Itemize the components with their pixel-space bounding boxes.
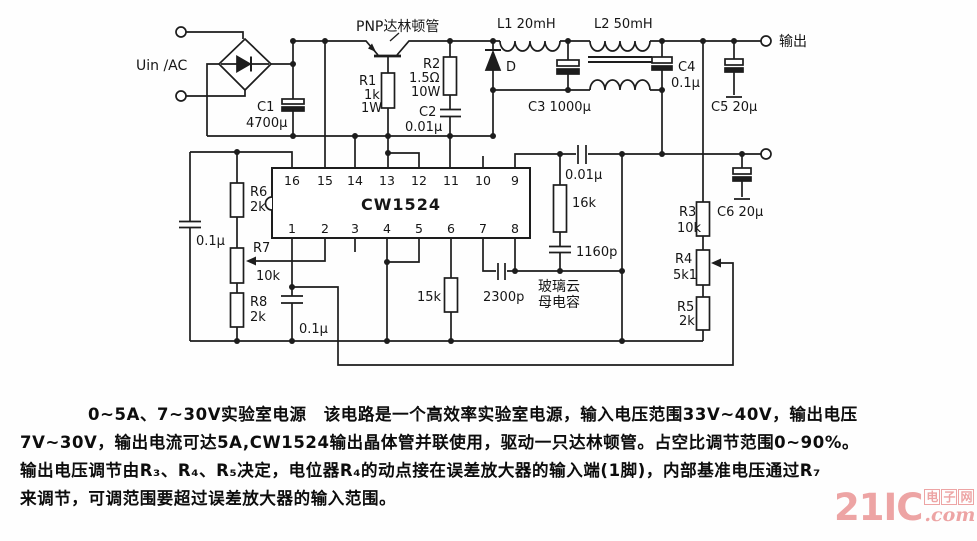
potentiometer-r4: [695, 249, 711, 286]
pnp-darlington-transistor: [368, 43, 376, 52]
description-line-2: 7V~30V，输出电流可达5A,CW1524输出晶体管并联使用，驱动一只达林顿管…: [20, 433, 860, 452]
svg-text:1W: 1W: [361, 101, 382, 116]
svg-text:R6: R6: [250, 185, 267, 200]
capacitor-c6: [732, 167, 752, 182]
diode-d: [484, 49, 502, 71]
svg-text:10W: 10W: [411, 85, 441, 100]
description-line-1: 0~5A、7~30V实验室电源 该电路是一个高效率实验室电源，输入电压范围33V…: [88, 405, 858, 424]
svg-text:3: 3: [351, 221, 359, 236]
resistor-r5: [695, 296, 711, 331]
resistor-16k: [552, 184, 568, 233]
svg-text:8: 8: [511, 221, 519, 236]
svg-text:L2 50mH: L2 50mH: [594, 17, 653, 32]
svg-text:16k: 16k: [572, 196, 597, 211]
svg-text:2k: 2k: [250, 310, 266, 325]
description-line-3: 输出电压调节由R₃、R₄、R₅决定，电位器R₄的动点接在误差放大器的输入端(1脚…: [20, 461, 821, 480]
svg-text:R3: R3: [679, 205, 696, 220]
svg-text:C6 20µ: C6 20µ: [717, 205, 763, 220]
svg-text:5: 5: [415, 221, 423, 236]
r4-wiper-arrow: [711, 258, 721, 268]
svg-text:12: 12: [411, 173, 427, 188]
resistor-r6: [229, 182, 245, 218]
svg-text:R4: R4: [675, 252, 692, 267]
svg-text:1160p: 1160p: [576, 245, 617, 260]
bridge-rectifier: [217, 37, 273, 92]
resistor-r2: [442, 56, 458, 96]
svg-text:1.5Ω: 1.5Ω: [409, 71, 440, 86]
svg-text:14: 14: [347, 173, 363, 188]
svg-text:2: 2: [321, 221, 329, 236]
input-terminal-bottom: [175, 90, 187, 102]
input-terminal-top: [175, 26, 187, 38]
svg-text:L1 20mH: L1 20mH: [497, 17, 556, 32]
svg-text:9: 9: [511, 173, 519, 188]
output-terminal-minus: [760, 148, 772, 160]
svg-text:R7: R7: [253, 241, 270, 256]
watermark-suffix: .com: [924, 504, 976, 526]
svg-text:13: 13: [379, 173, 395, 188]
description-line-4: 来调节，可调范围要超过误差放大器的输入范围。: [20, 489, 397, 508]
component-labels: Uin /AC PNP达林顿管 输出 C1 4700µ R1 1k 1W R2 …: [136, 17, 807, 337]
svg-text:7: 7: [479, 221, 487, 236]
svg-text:4700µ: 4700µ: [246, 116, 287, 131]
resistor-r3: [695, 201, 711, 237]
svg-text:15k: 15k: [417, 290, 442, 305]
capacitor-c1: [281, 98, 305, 112]
ic-text: CW1524 16 15 14 13 12 11 10 9 1 2 3 4 5 …: [284, 173, 519, 236]
21ic-watermark: 21IC 电 子 网 .com: [834, 489, 975, 526]
svg-text:10k: 10k: [677, 221, 702, 236]
svg-text:16: 16: [284, 173, 300, 188]
junction-dots: [234, 38, 745, 344]
svg-text:0.01µ: 0.01µ: [565, 168, 602, 183]
svg-text:2300p: 2300p: [483, 290, 524, 305]
description-text: 0~5A、7~30V实验室电源 该电路是一个高效率实验室电源，输入电压范围33V…: [20, 401, 970, 513]
svg-text:R2: R2: [423, 57, 440, 72]
svg-text:R5: R5: [677, 300, 694, 315]
svg-text:6: 6: [447, 221, 455, 236]
resistor-15k: [443, 277, 459, 313]
watermark-site-label: 电 子 网: [924, 489, 975, 505]
svg-text:0.01µ: 0.01µ: [405, 120, 442, 135]
svg-text:0.1µ: 0.1µ: [299, 322, 328, 337]
resistor-r1: [380, 72, 396, 109]
svg-text:4: 4: [383, 221, 391, 236]
svg-text:0.1µ: 0.1µ: [196, 234, 225, 249]
svg-text:C2: C2: [419, 105, 436, 120]
capacitor-c3: [556, 59, 580, 75]
svg-text:R1: R1: [359, 74, 376, 89]
svg-text:0.1µ: 0.1µ: [671, 76, 700, 91]
svg-text:10k: 10k: [256, 269, 281, 284]
output-terminal-plus: [760, 35, 772, 47]
input-label: Uin /AC: [136, 58, 188, 74]
ic-pin-numbers: 16 15 14 13 12 11 10 9 1 2 3 4 5 6 7 8: [284, 173, 519, 236]
svg-text:5k1: 5k1: [673, 268, 697, 283]
svg-text:C5 20µ: C5 20µ: [711, 100, 757, 115]
svg-text:2k: 2k: [250, 200, 266, 215]
svg-text:C4: C4: [678, 60, 695, 75]
output-label: 输出: [779, 34, 807, 50]
watermark-brand: 21IC: [834, 486, 923, 529]
transistor-label: PNP达林顿管: [356, 19, 439, 35]
capacitor-c5: [724, 58, 744, 73]
resistor-r8: [229, 292, 245, 328]
circuit-schematic: Uin /AC PNP达林顿管 输出 C1 4700µ R1 1k 1W R2 …: [136, 17, 807, 366]
svg-text:C3 1000µ: C3 1000µ: [528, 100, 591, 115]
ic-name: CW1524: [361, 195, 441, 214]
svg-text:1k: 1k: [364, 88, 380, 103]
mica-cap-note: 玻璃云: [538, 278, 580, 295]
svg-text:10: 10: [475, 173, 491, 188]
svg-text:2k: 2k: [679, 314, 695, 329]
svg-text:D: D: [506, 60, 516, 75]
svg-text:母电容: 母电容: [538, 294, 580, 311]
svg-text:11: 11: [443, 173, 459, 188]
svg-text:R8: R8: [250, 295, 267, 310]
svg-text:15: 15: [317, 173, 333, 188]
svg-text:1: 1: [288, 221, 296, 236]
ic-cw1524: [264, 167, 531, 239]
potentiometer-r7: [229, 247, 245, 284]
r7-wiper-arrow: [246, 256, 256, 266]
capacitor-c4: [651, 56, 673, 71]
svg-text:C1: C1: [257, 100, 274, 115]
wires: [179, 31, 761, 366]
